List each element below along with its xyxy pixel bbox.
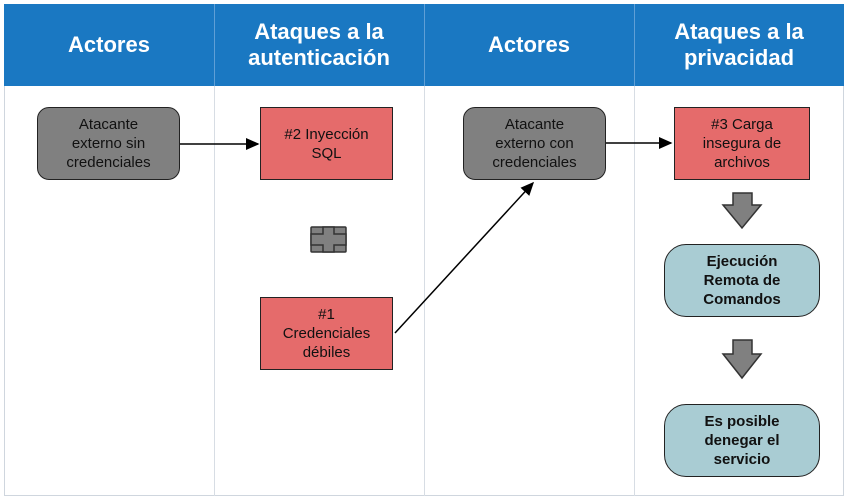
node-label: Atacante externo sin credenciales xyxy=(66,116,151,171)
header-divider xyxy=(634,4,635,86)
plus-icon xyxy=(310,226,347,253)
header-label: Ataques a la privacidad xyxy=(674,19,804,70)
header-ataques-autenticacion: Ataques a la autenticación xyxy=(214,4,424,86)
down-arrow-icon xyxy=(721,339,763,380)
node-label: #1 Credenciales débiles xyxy=(282,306,371,361)
node-label: #2 Inyección SQL xyxy=(284,125,369,162)
weak-credentials-node: #1 Credenciales débiles xyxy=(260,297,393,370)
header-label: Ataques a la autenticación xyxy=(248,19,390,70)
header-actores-2: Actores xyxy=(424,4,634,86)
node-label: Es posible denegar el servicio xyxy=(704,413,780,468)
node-label: Ejecución Remota de Comandos xyxy=(703,253,781,308)
header-divider xyxy=(424,4,425,86)
down-arrow-icon xyxy=(721,192,763,230)
header-label: Actores xyxy=(68,32,150,57)
actor-no-credentials-node: Atacante externo sin credenciales xyxy=(37,107,180,180)
sql-injection-node: #2 Inyección SQL xyxy=(260,107,393,180)
column-divider xyxy=(424,86,425,496)
column-divider xyxy=(634,86,635,496)
insecure-file-upload-node: #3 Carga insegura de archivos xyxy=(674,107,810,180)
header-divider xyxy=(214,4,215,86)
column-divider xyxy=(214,86,215,496)
remote-command-execution-node: Ejecución Remota de Comandos xyxy=(664,244,820,317)
node-label: Atacante externo con credenciales xyxy=(492,116,577,171)
header-actores-1: Actores xyxy=(4,4,214,86)
denial-of-service-node: Es posible denegar el servicio xyxy=(664,404,820,477)
node-label: #3 Carga insegura de archivos xyxy=(702,116,782,171)
header-ataques-privacidad: Ataques a la privacidad xyxy=(634,4,844,86)
actor-with-credentials-node: Atacante externo con credenciales xyxy=(463,107,606,180)
arrow-weak-creds-to-actor xyxy=(394,181,535,334)
header-label: Actores xyxy=(488,32,570,57)
